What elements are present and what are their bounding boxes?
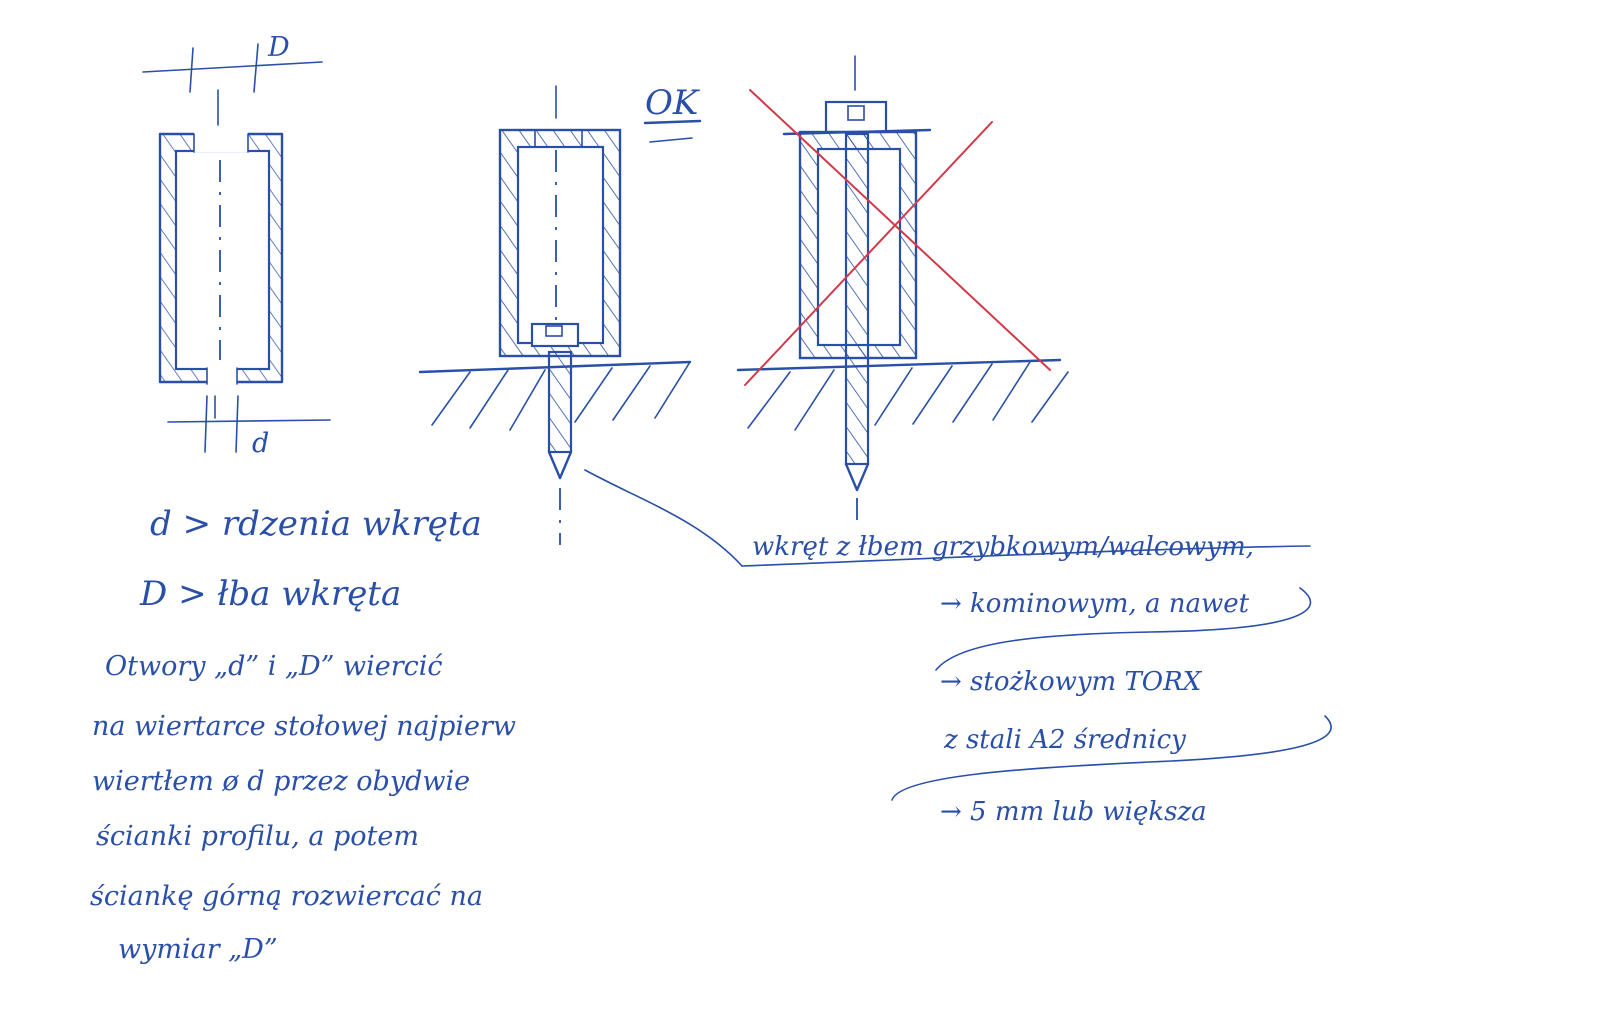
legend-block: d > rdzenia wkręta D > łba wkręta — [139, 504, 482, 614]
legend-d-line: d > rdzenia wkręta — [150, 504, 482, 544]
note-left-line-5: ściankę górną rozwiercać na — [90, 881, 483, 912]
figure-mounting-ok: OK — [418, 83, 743, 567]
note-right-line-1: wkręt z łbem grzybkowym/walcowym, — [752, 532, 1254, 562]
figure-mounting-wrong — [736, 55, 1069, 520]
note-left-line-4: ścianki profilu, a potem — [96, 821, 419, 852]
note-right-line-4: z stali A2 średnicy — [943, 725, 1186, 755]
note-right-line-5: → 5 mm lub większa — [940, 797, 1207, 827]
ok-label: OK — [645, 83, 701, 123]
note-left: Otwory „d” i „D” wiercić na wiertarce st… — [90, 651, 516, 965]
note-right-line-2: → kominowym, a nawet — [940, 589, 1250, 619]
dimension-d-label: d — [252, 428, 269, 459]
figure-profile-dimensions: D d — [142, 32, 331, 459]
note-left-line-6: wymiar „D” — [118, 934, 278, 965]
note-right: wkręt z łbem grzybkowym/walcowym, → komi… — [741, 532, 1332, 827]
note-left-line-3: wiertłem ø d przez obydwie — [92, 766, 470, 797]
note-left-line-2: na wiertarce stołowej najpierw — [92, 711, 516, 742]
note-left-line-1: Otwory „d” i „D” wiercić — [105, 651, 443, 682]
note-right-line-3: → stożkowym TORX — [940, 667, 1203, 697]
legend-D-line: D > łba wkręta — [139, 574, 401, 614]
dimension-D-label: D — [267, 32, 290, 63]
